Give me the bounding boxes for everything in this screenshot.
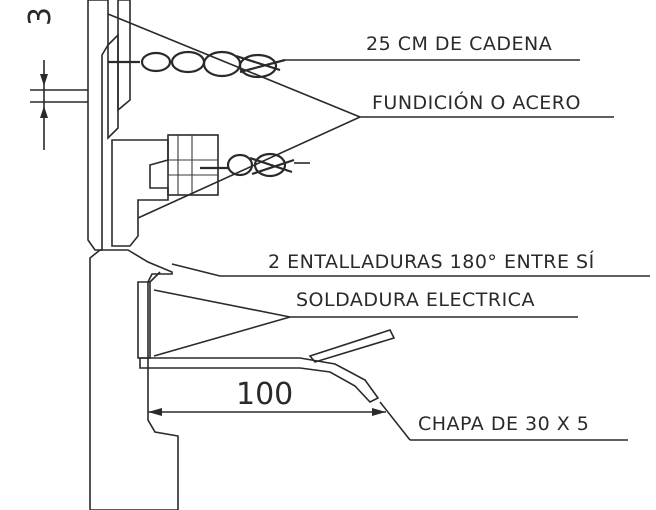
- gap-dimension-value: 3: [23, 7, 58, 26]
- plate-label: CHAPA DE 30 X 5: [418, 413, 589, 435]
- gap-dimension: 3: [23, 7, 88, 150]
- casting-label: FUNDICIÓN O ACERO: [372, 90, 581, 114]
- support-bracket: [137, 271, 396, 403]
- chain-label: 25 CM DE CADENA: [366, 33, 552, 55]
- clamp-bracket: [167, 134, 219, 196]
- width-dimension: 100: [148, 377, 386, 416]
- notches-label: 2 ENTALLADURAS 180° ENTRE SÍ: [268, 250, 595, 273]
- leader-lines: [107, 13, 650, 441]
- upper-chain: [108, 50, 308, 79]
- width-dimension-value: 100: [236, 377, 293, 412]
- wall-section: [87, 0, 179, 510]
- welding-label: SOLDADURA ELECTRICA: [296, 289, 535, 311]
